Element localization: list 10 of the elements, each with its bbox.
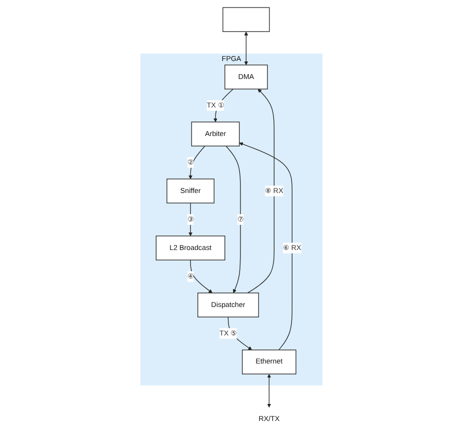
arrow bbox=[228, 316, 252, 350]
arrow bbox=[239, 142, 292, 350]
node-box bbox=[222, 7, 270, 32]
arrow bbox=[244, 32, 248, 66]
arrow bbox=[267, 374, 272, 408]
arrow bbox=[247, 88, 275, 294]
arrow bbox=[190, 260, 213, 294]
arrow bbox=[188, 146, 206, 180]
arrow bbox=[226, 146, 241, 294]
arrow bbox=[214, 88, 234, 122]
